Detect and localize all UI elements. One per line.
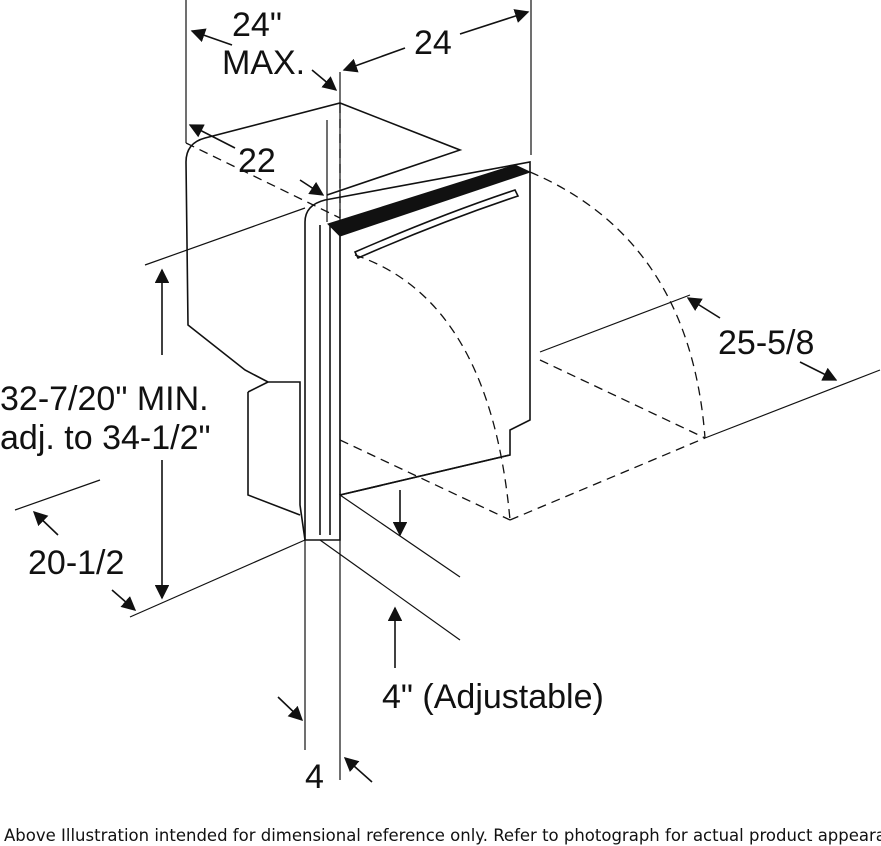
door-swing-lines: [185, 103, 706, 521]
toe-kick-label: 4" (Adjustable): [382, 678, 604, 716]
floor-depth-label: 20-1/2: [28, 544, 124, 582]
width-max-label-line1: 24": [232, 6, 282, 44]
height-label-line2: adj. to 34-1/2": [0, 419, 211, 457]
height-label-line1: 32-7/20" MIN.: [0, 380, 209, 418]
width-max-label-line2: MAX.: [222, 44, 305, 82]
dishwasher-body: [185, 102, 532, 541]
door-open-depth-label: 25-5/8: [718, 324, 814, 362]
cabinet-depth-label: 22: [238, 142, 276, 180]
cabinet-width-label: 24: [414, 24, 452, 62]
disclaimer-text: Above Illustration intended for dimensio…: [4, 826, 881, 845]
door-thickness-label: 4: [305, 758, 324, 796]
dimension-arrows: [32, 9, 838, 783]
